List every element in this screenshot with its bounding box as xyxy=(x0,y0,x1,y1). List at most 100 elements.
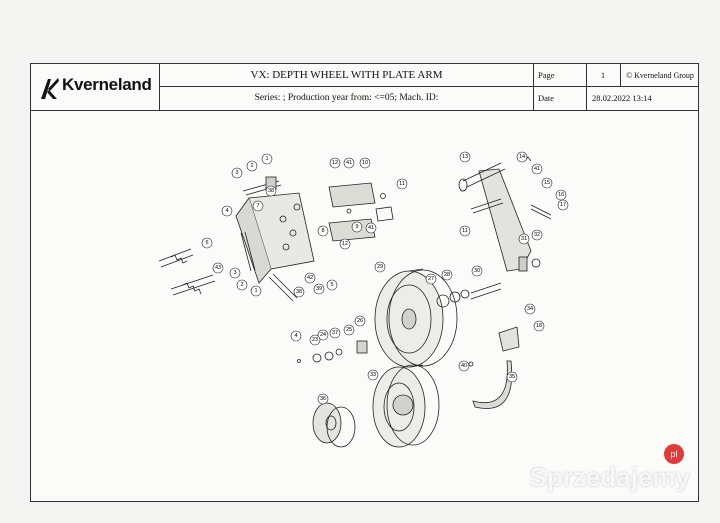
page-label: Page xyxy=(538,70,555,80)
date-row: Date 28.02.2022 13:14 xyxy=(534,87,698,110)
callout-bubble xyxy=(524,303,536,315)
callout-bubble xyxy=(252,200,264,212)
callout-bubble xyxy=(531,229,543,241)
callout-number: 39 xyxy=(316,286,322,292)
callout-number: 15 xyxy=(544,180,550,186)
page-row: Page 1 © Kverneland Group xyxy=(534,64,698,87)
callout-bubble xyxy=(354,315,366,327)
callout-bubble xyxy=(441,269,453,281)
callout-number: 8 xyxy=(321,228,324,234)
callout-bubble xyxy=(221,205,233,217)
watermark-text: Sprzedajemy xyxy=(529,462,690,492)
callout-number: 23 xyxy=(312,337,318,343)
callout-number: 12 xyxy=(342,241,348,247)
callout-number: 7 xyxy=(256,203,259,209)
callout-bubble xyxy=(317,225,329,237)
wheel-hub xyxy=(312,402,356,448)
drawing-title: VX: DEPTH WHEEL WITH PLATE ARM xyxy=(160,64,534,87)
callout-bubble xyxy=(304,272,316,284)
callout-bubble xyxy=(374,261,386,273)
callout-number: 6 xyxy=(205,240,208,246)
callout-bubble xyxy=(471,265,483,277)
callout-number: 11 xyxy=(462,228,468,234)
callout-number: 33 xyxy=(370,372,376,378)
callout-bubble xyxy=(367,369,379,381)
callout-bubble xyxy=(201,237,213,249)
callout-bubble xyxy=(365,222,377,234)
date-label: Date xyxy=(538,93,555,103)
drawing-subtitle: Series: ; Production year from: <=05; Ma… xyxy=(160,87,534,110)
callout-number: 29 xyxy=(377,264,383,270)
scraper-bracket xyxy=(498,326,520,352)
callout-bubble xyxy=(343,324,355,336)
callout-bubble xyxy=(212,262,224,274)
callout-number: 16 xyxy=(558,192,564,198)
callout-number: 2 xyxy=(250,163,253,169)
depth-wheel-lower xyxy=(372,364,440,448)
callout-bubble xyxy=(359,157,371,169)
callout-number: 5 xyxy=(330,282,333,288)
callout-number: 36 xyxy=(320,396,326,402)
callout-bubble xyxy=(533,320,545,332)
callout-bubble xyxy=(329,157,341,169)
callout-bubble xyxy=(555,189,567,201)
callout-number: 41 xyxy=(368,225,374,231)
callout-bubble xyxy=(396,178,408,190)
callout-number: 31 xyxy=(521,236,527,242)
callout-bubble xyxy=(261,153,273,165)
callout-number: 42 xyxy=(307,275,313,281)
callout-bubble xyxy=(557,199,569,211)
kverneland-logo-icon xyxy=(41,78,59,99)
callout-number: 30 xyxy=(474,268,480,274)
callout-number: 11 xyxy=(399,181,405,187)
watermark-badge: pl xyxy=(664,444,684,464)
callout-bubble xyxy=(236,279,248,291)
callout-number: 37 xyxy=(332,330,338,336)
title-block: Kverneland VX: DEPTH WHEEL WITH PLATE AR… xyxy=(31,64,698,111)
callout-number: 38 xyxy=(296,289,302,295)
callout-number: 4 xyxy=(294,333,297,339)
callout-bubble xyxy=(313,283,325,295)
callout-number: 43 xyxy=(215,265,221,271)
callout-number: 3 xyxy=(235,170,238,176)
callout-bubble xyxy=(293,286,305,298)
brand-name: Kverneland xyxy=(62,75,152,94)
callout-bubble xyxy=(317,393,329,405)
callout-number: 24 xyxy=(320,332,326,338)
callout-bubble xyxy=(343,157,355,169)
callout-bubble xyxy=(290,330,302,342)
callout-bubble xyxy=(326,279,338,291)
callout-bubble xyxy=(339,238,351,250)
brand-logo: Kverneland xyxy=(31,64,160,110)
callout-number: 32 xyxy=(534,232,540,238)
callout-bubble xyxy=(250,285,262,297)
callout-bubble xyxy=(425,273,437,285)
callout-bubble xyxy=(265,185,277,197)
callout-bubble xyxy=(518,233,530,245)
bracket-plate xyxy=(248,192,315,270)
callout-number: 41 xyxy=(346,160,352,166)
callout-number: 18 xyxy=(536,323,542,329)
spring-pin-43 xyxy=(170,274,216,296)
copyright: © Kverneland Group xyxy=(620,64,699,87)
callout-number: 3 xyxy=(233,270,236,276)
callout-number: 10 xyxy=(362,160,368,166)
swing-arm xyxy=(478,168,532,272)
callout-number: 35 xyxy=(509,374,515,380)
callout-bubble xyxy=(541,177,553,189)
callout-number: 12 xyxy=(332,160,338,166)
drawing-sheet: Kverneland VX: DEPTH WHEEL WITH PLATE AR… xyxy=(30,63,699,502)
callout-number: 4 xyxy=(225,208,228,214)
clamp-block-upper xyxy=(328,182,376,208)
callout-number: 17 xyxy=(560,202,566,208)
callout-bubble xyxy=(531,163,543,175)
callout-bubble xyxy=(329,327,341,339)
callout-bubble xyxy=(516,151,528,163)
callout-number: 28 xyxy=(444,272,450,278)
clamp-block-lower xyxy=(328,218,376,242)
callout-bubble xyxy=(309,334,321,346)
callout-bubble xyxy=(246,160,258,172)
callout-bubble xyxy=(231,167,243,179)
